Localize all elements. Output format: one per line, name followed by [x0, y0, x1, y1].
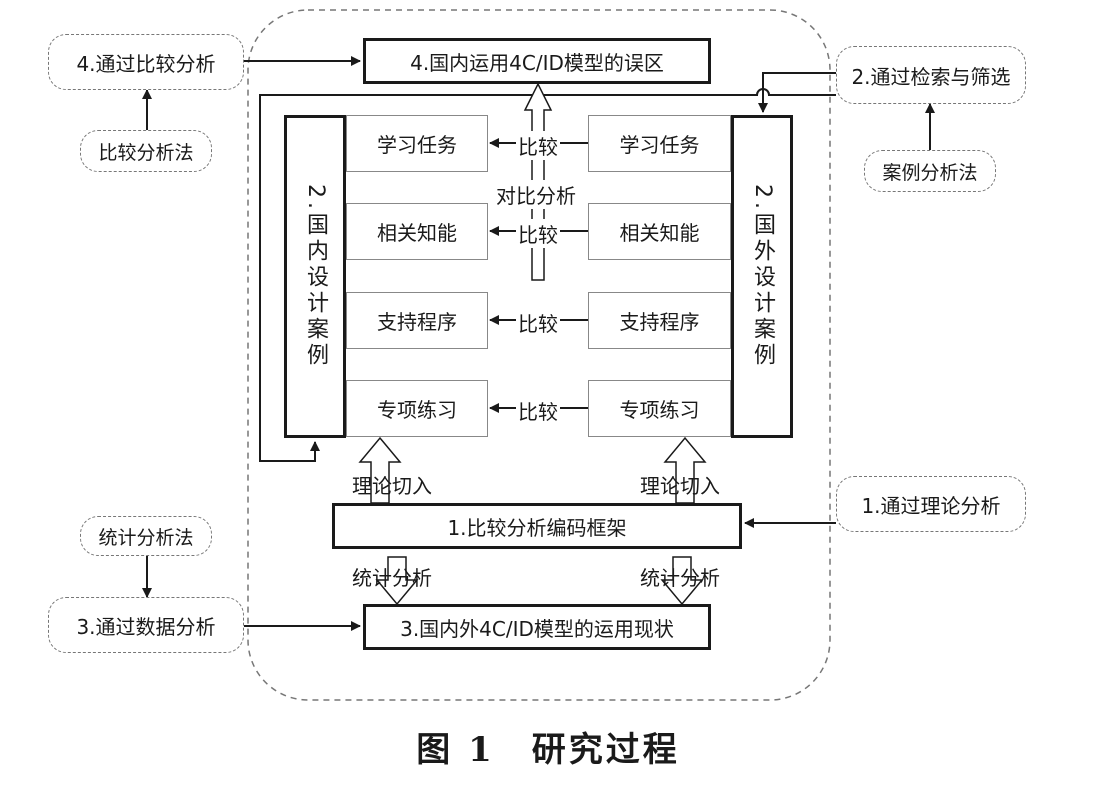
- stat-analysis-label-right: 统计分析: [640, 566, 720, 590]
- compare-label-3: 比较: [516, 308, 560, 337]
- foreign-cases-label: 2.国外设计案例: [750, 184, 775, 369]
- contrast-analysis-label: 对比分析: [496, 180, 576, 209]
- domestic-cases-label: 2.国内设计案例: [303, 184, 328, 369]
- status-box: 3.国内外4C/ID模型的运用现状: [363, 604, 711, 650]
- foreign-learning-tasks: 学习任务: [588, 115, 731, 172]
- stat-method-box: 统计分析法: [80, 516, 212, 556]
- theory-arrow-right: [663, 436, 707, 504]
- stat-analysis-label-left: 统计分析: [352, 566, 432, 590]
- foreign-supportive-info: 相关知能: [588, 203, 731, 260]
- foreign-cases-box: 2.国外设计案例: [731, 115, 793, 438]
- misconception-box: 4.国内运用4C/ID模型的误区: [363, 38, 711, 84]
- compare-analysis-box: 4.通过比较分析: [48, 34, 244, 90]
- search-filter-box: 2.通过检索与筛选: [836, 46, 1026, 104]
- arrow-search-to-foreign: [758, 72, 836, 113]
- compare-label-2: 比较: [516, 219, 560, 248]
- case-method-box: 案例分析法: [864, 150, 996, 192]
- domestic-supportive-info: 相关知能: [346, 203, 488, 260]
- domestic-cases-box: 2.国内设计案例: [284, 115, 346, 438]
- stat-arrow-left: [375, 556, 419, 606]
- foreign-procedural-info: 支持程序: [588, 292, 731, 349]
- domestic-part-task-practice: 专项练习: [346, 380, 488, 437]
- figure-caption: 图 1 研究过程: [416, 730, 680, 770]
- theory-entry-label-right: 理论切入: [640, 474, 720, 498]
- stat-arrow-right: [660, 556, 704, 606]
- compare-method-box: 比较分析法: [80, 130, 212, 172]
- research-boundary: [247, 9, 831, 701]
- domestic-learning-tasks: 学习任务: [346, 115, 488, 172]
- theory-analysis-box: 1.通过理论分析: [836, 476, 1026, 532]
- theory-entry-label-left: 理论切入: [352, 474, 432, 498]
- foreign-part-task-practice: 专项练习: [588, 380, 731, 437]
- data-analysis-box: 3.通过数据分析: [48, 597, 244, 653]
- coding-framework-box: 1.比较分析编码框架: [332, 503, 742, 549]
- compare-label-4: 比较: [516, 396, 560, 425]
- arrow-search-to-domestic: [259, 88, 836, 462]
- theory-arrow-left: [358, 436, 402, 504]
- domestic-procedural-info: 支持程序: [346, 292, 488, 349]
- compare-label-1: 比较: [516, 131, 560, 160]
